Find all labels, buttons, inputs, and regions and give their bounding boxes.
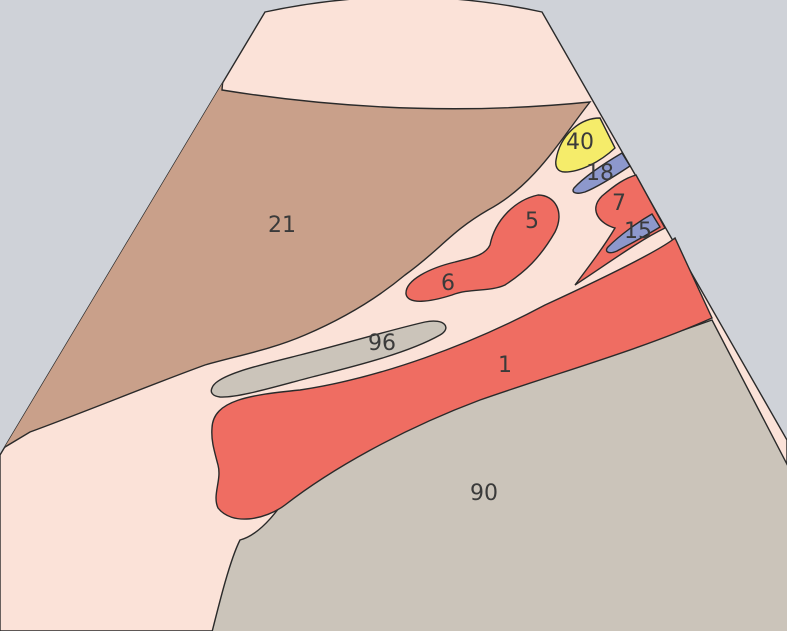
- label-6: 6: [441, 271, 455, 296]
- label-1: 1: [498, 353, 512, 378]
- label-21: 21: [268, 213, 296, 238]
- label-7: 7: [612, 191, 626, 216]
- label-96: 96: [368, 331, 396, 356]
- label-15: 15: [624, 219, 652, 244]
- label-40: 40: [566, 130, 594, 155]
- label-5: 5: [525, 209, 539, 234]
- label-90: 90: [470, 481, 498, 506]
- label-18: 18: [586, 161, 614, 186]
